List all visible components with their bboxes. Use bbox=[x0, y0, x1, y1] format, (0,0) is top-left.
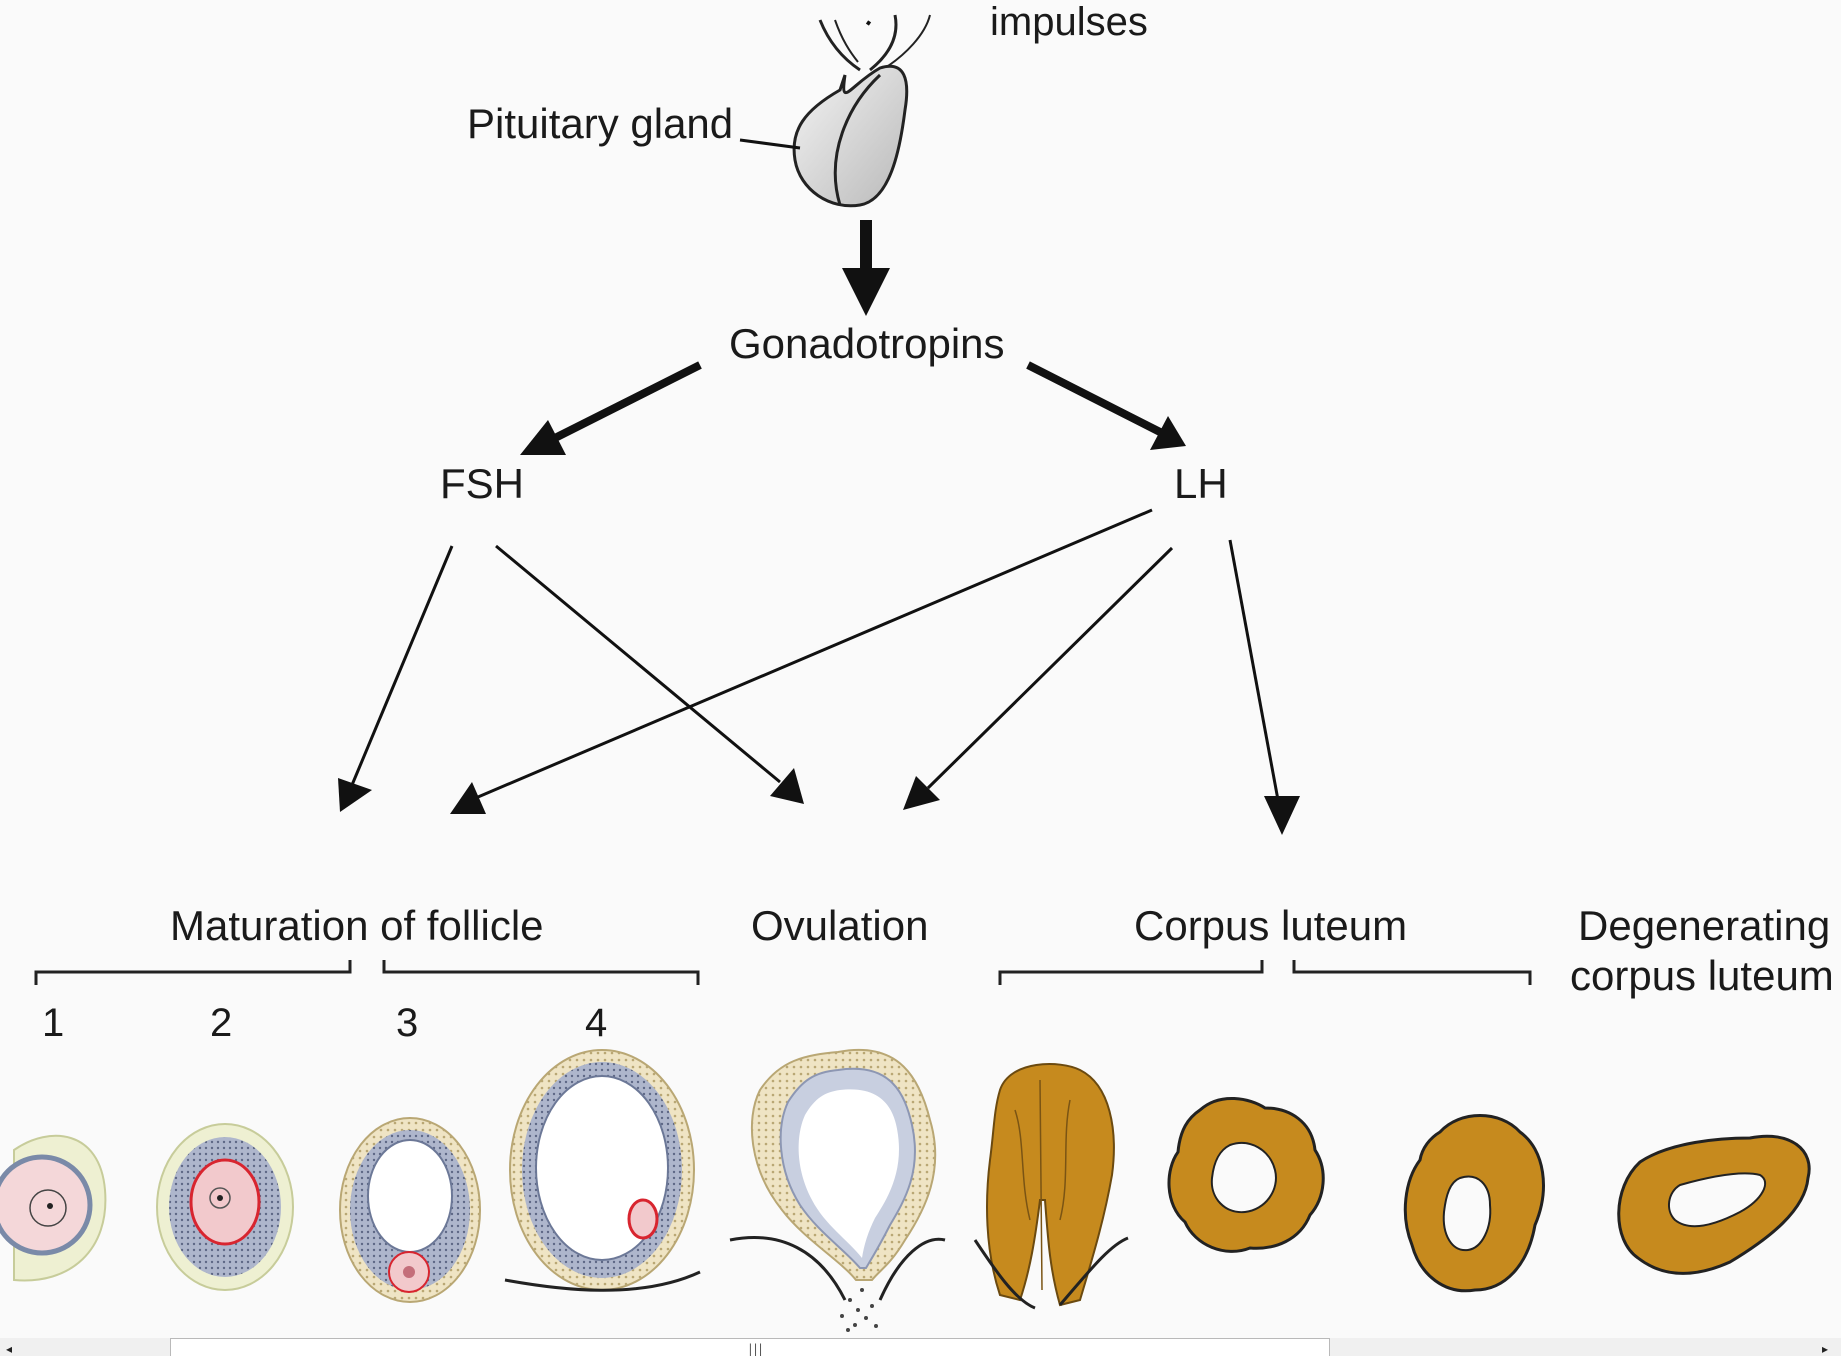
maturation-label: Maturation of follicle bbox=[170, 902, 544, 949]
arrow-gonadotropins-to-lh bbox=[1028, 365, 1186, 450]
bracket-maturation-left bbox=[36, 960, 350, 985]
ovulation-follicle bbox=[730, 1050, 945, 1332]
arrow-pituitary-to-gonadotropins bbox=[842, 220, 890, 316]
arrow-lh-to-ovulation bbox=[903, 548, 1172, 810]
lh-label: LH bbox=[1174, 460, 1228, 507]
bracket-corpus-left bbox=[1000, 960, 1262, 985]
follicle-stage-1 bbox=[0, 1136, 105, 1281]
stage-number-4: 4 bbox=[585, 1001, 607, 1045]
scroll-right-arrow-icon[interactable]: ▸ bbox=[1822, 1342, 1828, 1356]
pituitary-leader-line bbox=[740, 140, 800, 148]
scroll-left-arrow-icon[interactable]: ◂ bbox=[6, 1342, 12, 1356]
ovulation-label: Ovulation bbox=[751, 902, 928, 949]
corpus-luteum-early bbox=[975, 1064, 1128, 1308]
corpus-luteum-ring-1 bbox=[1169, 1098, 1323, 1251]
bracket-corpus-right bbox=[1294, 960, 1530, 985]
arrow-gonadotropins-to-fsh bbox=[520, 365, 700, 455]
arrow-lh-to-corpus-luteum bbox=[1230, 540, 1300, 835]
follicle-stage-2 bbox=[157, 1124, 293, 1290]
degenerating-label-line2: corpus luteum bbox=[1570, 952, 1834, 999]
follicle-stage-4 bbox=[505, 1050, 700, 1290]
degenerating-corpus-luteum bbox=[1619, 1136, 1809, 1273]
arrow-fsh-to-maturation bbox=[338, 546, 452, 812]
pituitary-gland-drawing bbox=[794, 15, 930, 206]
pituitary-gland-label: Pituitary gland bbox=[467, 100, 733, 147]
corpus-luteum-label: Corpus luteum bbox=[1134, 902, 1407, 949]
degenerating-label-line1: Degenerating bbox=[1578, 902, 1830, 949]
gonadotropins-label: Gonadotropins bbox=[729, 320, 1005, 367]
bracket-maturation-right bbox=[384, 960, 698, 985]
fsh-label: FSH bbox=[440, 460, 524, 507]
follicle-stage-3 bbox=[340, 1118, 480, 1302]
stage-number-3: 3 bbox=[396, 1001, 418, 1045]
arrow-lh-to-maturation bbox=[450, 510, 1152, 814]
impulses-label: impulses bbox=[990, 0, 1148, 44]
stage-number-1: 1 bbox=[42, 1001, 64, 1045]
stage-number-2: 2 bbox=[210, 1001, 232, 1045]
arrow-fsh-to-ovulation bbox=[496, 546, 804, 804]
corpus-luteum-ring-2 bbox=[1405, 1116, 1543, 1291]
scrollbar-grip-icon: ||| bbox=[744, 1342, 768, 1354]
